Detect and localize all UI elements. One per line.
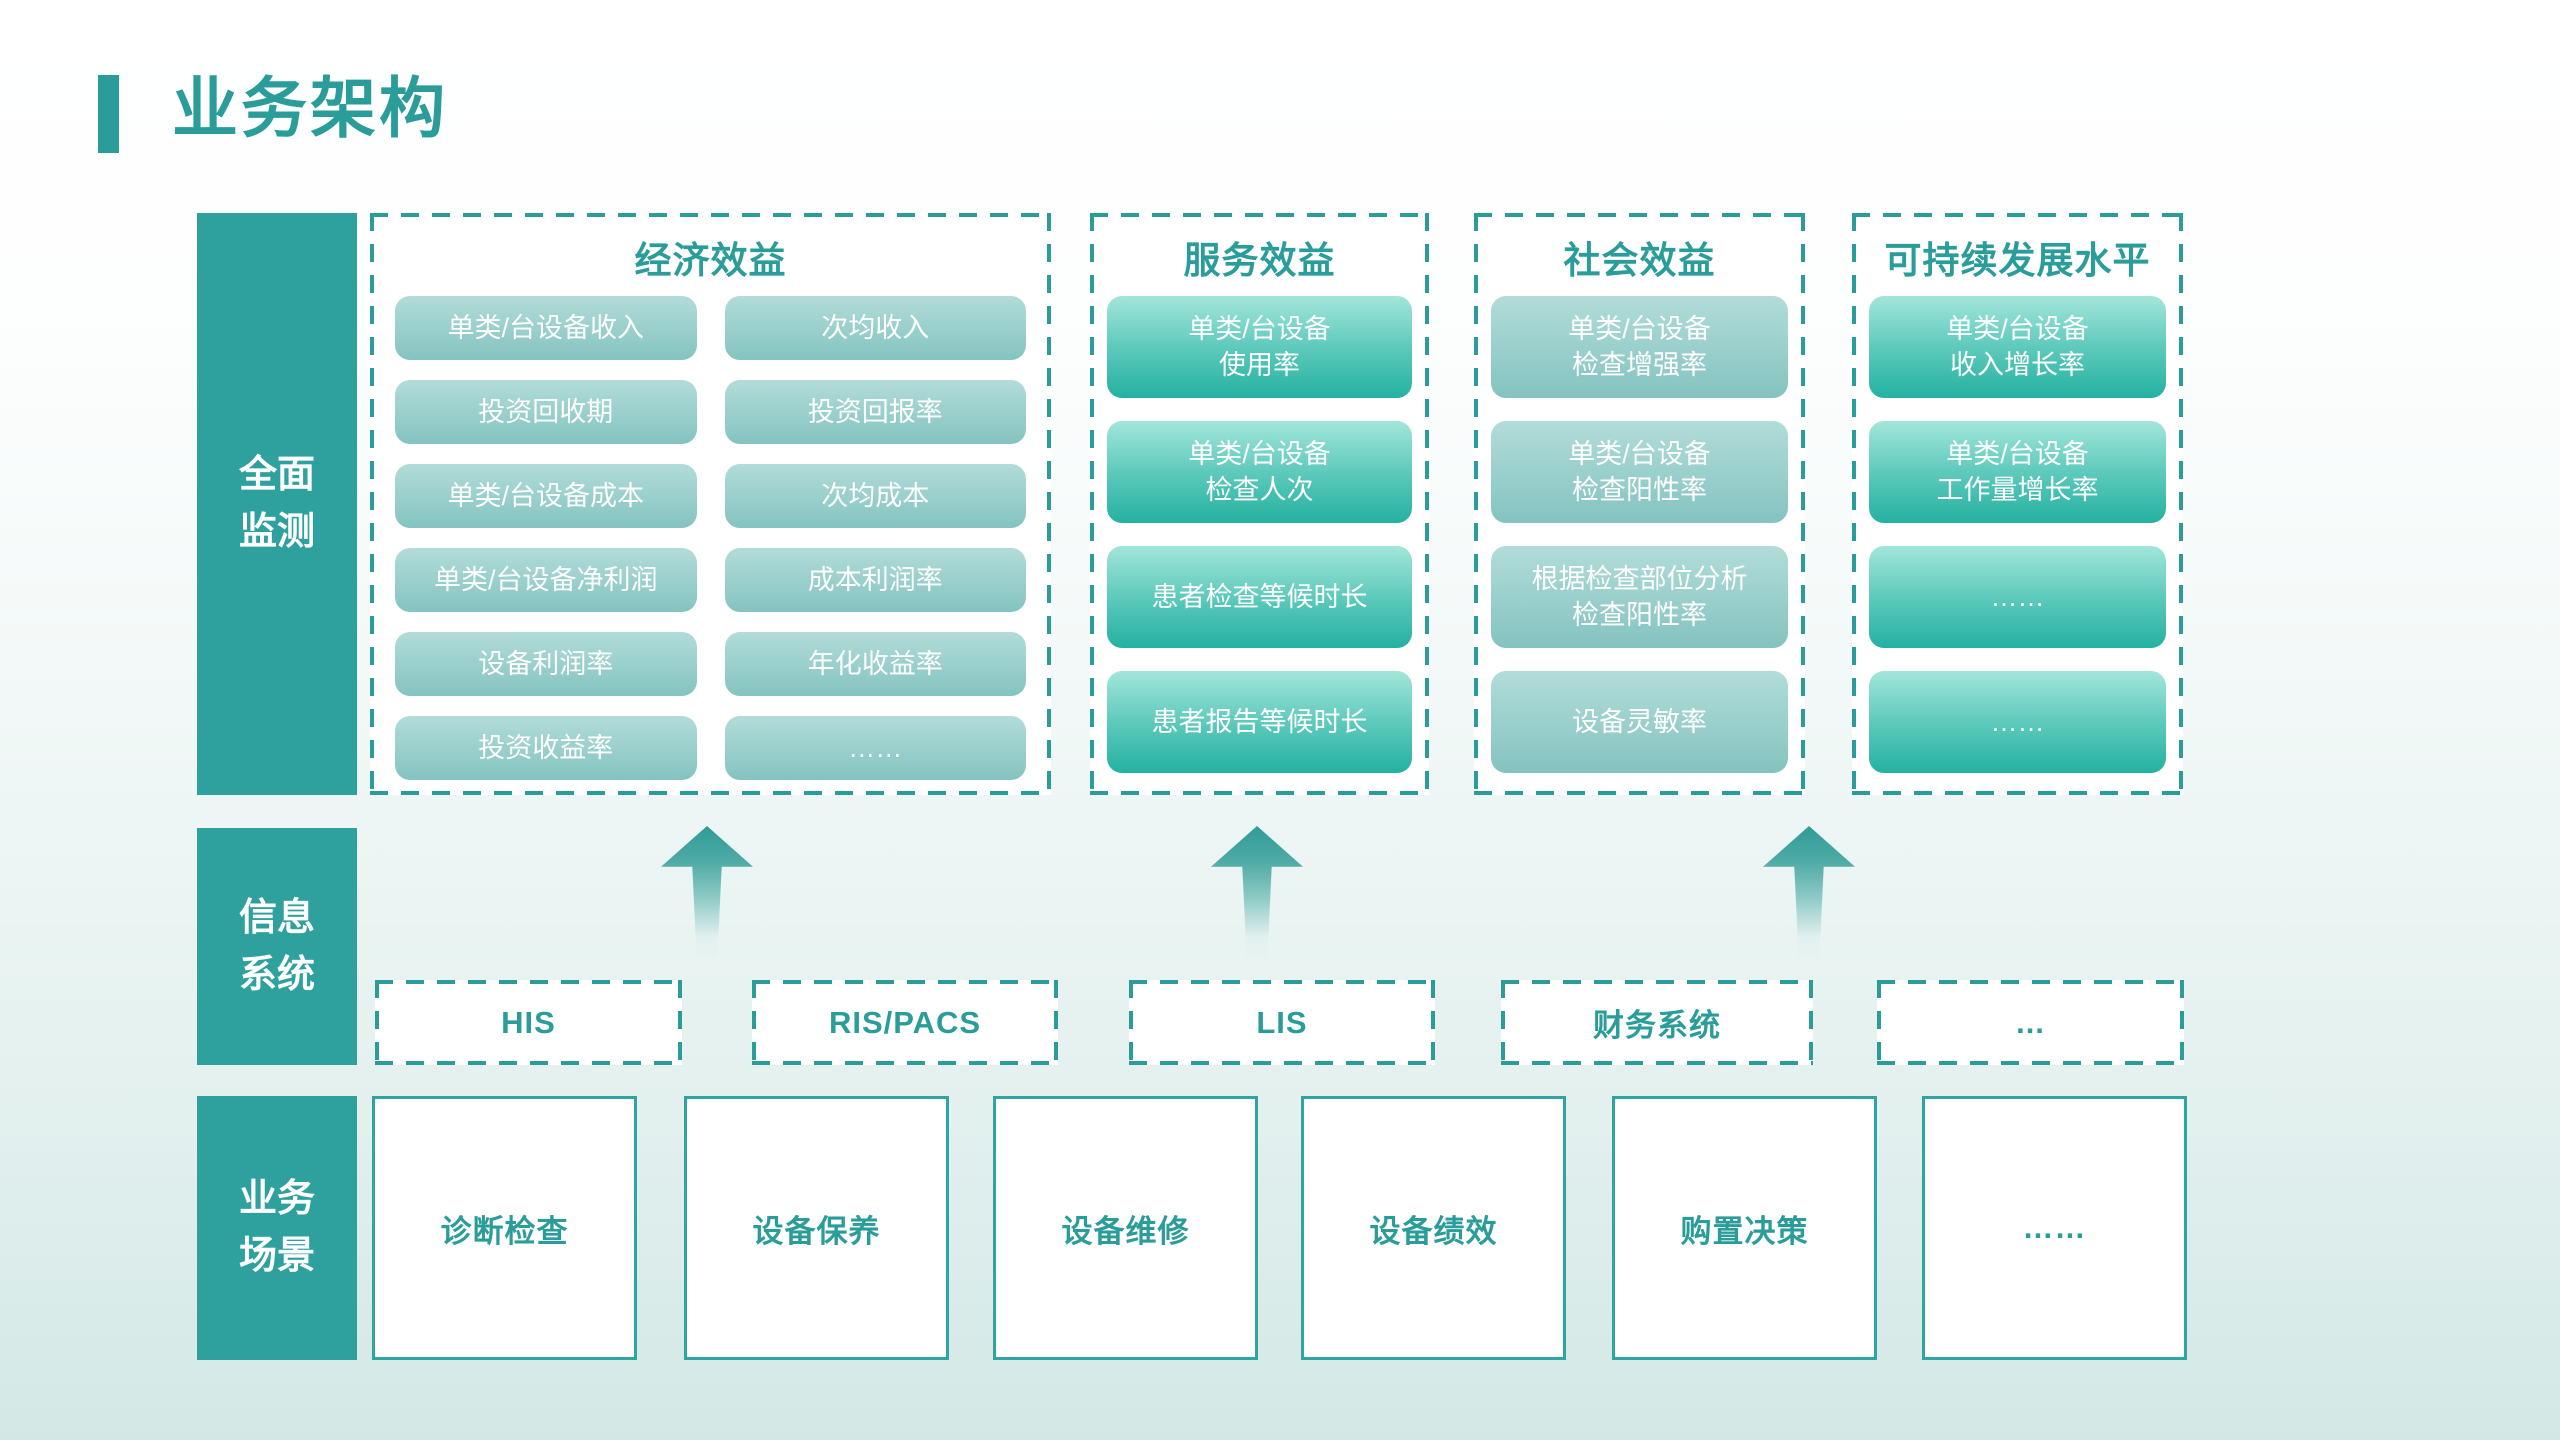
info-system-lis: LIS	[1129, 980, 1435, 1065]
economic-metric-grid: 单类/台设备收入 次均收入 投资回收期 投资回报率 单类/台设备成本 次均成本 …	[395, 296, 1026, 780]
panel-sustainable-development-title: 可持续发展水平	[1884, 240, 2151, 281]
panel-service-benefit-title: 服务效益	[1183, 240, 1336, 281]
title-accent-bar	[98, 75, 119, 153]
up-arrow-icon	[1763, 826, 1855, 962]
metric-pill: ……	[1869, 546, 2166, 648]
scene-diagnostic-exam: 诊断检查	[372, 1096, 637, 1360]
sustainable-metric-stack: 单类/台设备 收入增长率 单类/台设备 工作量增长率 …… ……	[1869, 296, 2166, 773]
metric-pill: 设备灵敏率	[1491, 671, 1788, 773]
scene-more: ……	[1922, 1096, 2187, 1360]
scene-equipment-maintenance: 设备保养	[684, 1096, 949, 1360]
info-system-his: HIS	[375, 980, 682, 1065]
social-metric-stack: 单类/台设备 检查增强率 单类/台设备 检查阳性率 根据检查部位分析 检查阳性率…	[1491, 296, 1788, 773]
metric-pill: 投资回收期	[395, 380, 697, 444]
panel-service-benefit: 服务效益 单类/台设备 使用率 单类/台设备 检查人次 患者检查等候时长 患者报…	[1090, 213, 1429, 795]
metric-pill: 投资收益率	[395, 716, 697, 780]
info-system-ris-pacs: RIS/PACS	[752, 980, 1058, 1065]
metric-pill: 患者报告等候时长	[1107, 671, 1412, 773]
row-label-monitoring: 全面 监测	[197, 213, 357, 795]
page-title: 业务架构	[172, 71, 448, 145]
metric-pill: 单类/台设备 检查阳性率	[1491, 421, 1788, 523]
metric-pill: 根据检查部位分析 检查阳性率	[1491, 546, 1788, 648]
panel-social-benefit: 社会效益 单类/台设备 检查增强率 单类/台设备 检查阳性率 根据检查部位分析 …	[1474, 213, 1805, 795]
metric-pill: 单类/台设备 收入增长率	[1869, 296, 2166, 398]
metric-pill: ……	[724, 716, 1026, 780]
metric-pill: 单类/台设备成本	[395, 464, 697, 528]
metric-pill: 单类/台设备 使用率	[1107, 296, 1412, 398]
scene-equipment-repair: 设备维修	[993, 1096, 1258, 1360]
metric-pill: 成本利润率	[724, 548, 1026, 612]
panel-social-benefit-title: 社会效益	[1563, 240, 1716, 281]
metric-pill: ……	[1869, 671, 2166, 773]
metric-pill: 次均收入	[724, 296, 1026, 360]
scene-purchase-decision: 购置决策	[1612, 1096, 1877, 1360]
metric-pill: 单类/台设备净利润	[395, 548, 697, 612]
row-label-info-systems: 信息 系统	[197, 828, 357, 1065]
metric-pill: 单类/台设备 工作量增长率	[1869, 421, 2166, 523]
metric-pill: 投资回报率	[724, 380, 1026, 444]
up-arrow-icon	[661, 826, 753, 962]
metric-pill: 年化收益率	[724, 632, 1026, 696]
metric-pill: 单类/台设备 检查人次	[1107, 421, 1412, 523]
row-label-business-scenes: 业务 场景	[197, 1096, 357, 1360]
metric-pill: 次均成本	[724, 464, 1026, 528]
metric-pill: 设备利润率	[395, 632, 697, 696]
up-arrow-icon	[1211, 826, 1303, 962]
metric-pill: 单类/台设备收入	[395, 296, 697, 360]
info-system-more: ...	[1877, 980, 2184, 1065]
panel-sustainable-development: 可持续发展水平 单类/台设备 收入增长率 单类/台设备 工作量增长率 …… ……	[1852, 213, 2183, 795]
service-metric-stack: 单类/台设备 使用率 单类/台设备 检查人次 患者检查等候时长 患者报告等候时长	[1107, 296, 1412, 773]
info-system-finance: 财务系统	[1501, 980, 1813, 1065]
scene-equipment-performance: 设备绩效	[1301, 1096, 1566, 1360]
panel-economic-benefit-title: 经济效益	[634, 240, 787, 281]
panel-economic-benefit: 经济效益 单类/台设备收入 次均收入 投资回收期 投资回报率 单类/台设备成本 …	[370, 213, 1051, 795]
metric-pill: 单类/台设备 检查增强率	[1491, 296, 1788, 398]
metric-pill: 患者检查等候时长	[1107, 546, 1412, 648]
